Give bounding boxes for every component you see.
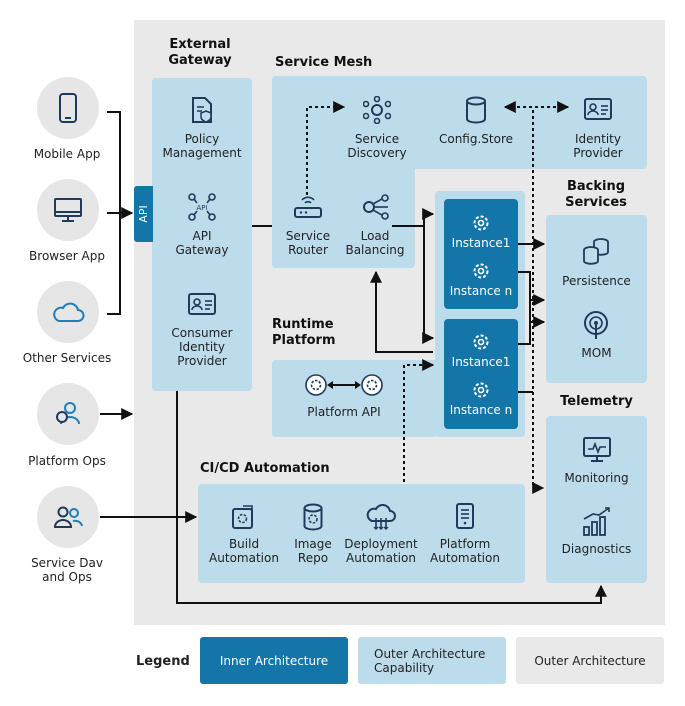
instance-label: Instance n: [449, 284, 513, 298]
config-store-label: Config.Store: [438, 132, 514, 146]
deployment-automation-label: Deployment Automation: [344, 537, 418, 565]
legend-label: Outer Architecture Capability: [374, 646, 486, 675]
legend-outer-capability: Outer Architecture Capability: [358, 637, 506, 684]
network-icon: [362, 95, 392, 125]
load-balancing-label: Load Balancing: [345, 229, 405, 257]
client-browser-app[interactable]: [37, 179, 99, 241]
client-other-services[interactable]: [37, 281, 99, 343]
client-label: Platform Ops: [28, 454, 106, 468]
mom-label: MOM: [581, 346, 612, 360]
instance-group-1: [444, 199, 518, 309]
monitor-chart-icon: [581, 436, 613, 464]
api-gateway-label: API Gateway: [175, 229, 229, 257]
monitor-icon: [37, 179, 99, 241]
database-icon: [461, 95, 491, 125]
share-icon: [360, 193, 392, 221]
identity-provider-label: Identity Provider: [573, 132, 623, 160]
instance-label: Instance n: [449, 403, 513, 417]
gear-pair-icon: [305, 373, 383, 397]
db-gear-icon: [298, 503, 328, 531]
id-card-icon: [582, 97, 614, 121]
image-repo-label: Image Repo: [294, 537, 332, 565]
cicd-panel: [198, 484, 525, 583]
build-icon: [229, 503, 259, 531]
client-label: Service Dav and Ops: [31, 556, 103, 584]
users-icon: [37, 383, 99, 445]
server-icon: [451, 502, 479, 530]
diagnostics-label: Diagnostics: [561, 542, 632, 556]
legend-label: Outer Architecture: [534, 653, 646, 668]
api-icon: API: [186, 193, 218, 221]
service-mesh-title: Service Mesh: [275, 55, 373, 70]
service-mesh-panel-top: [272, 76, 647, 169]
cloud-deploy-icon: [364, 503, 398, 531]
monitoring-label: Monitoring: [564, 471, 629, 485]
legend-outer-architecture: Outer Architecture: [516, 637, 664, 684]
team-icon: [37, 486, 99, 548]
service-discovery-label: Service Discovery: [347, 132, 407, 160]
legend-label: Inner Architecture: [219, 653, 329, 668]
router-icon: [292, 193, 324, 221]
external-gateway-panel: [152, 78, 252, 391]
id-card-icon: [186, 292, 218, 316]
platform-api-label: Platform API: [307, 405, 381, 419]
api-tab[interactable]: API: [134, 186, 153, 242]
api-icon-text: API: [196, 204, 207, 212]
instance-label: Instance1: [451, 355, 511, 369]
instance-label: Instance1: [451, 236, 511, 250]
telemetry-panel: [546, 416, 647, 583]
mobile-icon: [37, 77, 99, 139]
gear-icon: [469, 260, 493, 282]
runtime-platform-title: Runtime Platform: [272, 317, 336, 348]
cloud-icon: [37, 281, 99, 343]
client-label: Browser App: [29, 249, 105, 263]
client-mobile-app[interactable]: [37, 77, 107, 139]
runtime-platform-panel: [272, 360, 438, 437]
telemetry-title: Telemetry: [560, 394, 633, 409]
external-gateway-title: External Gateway: [168, 37, 232, 68]
broadcast-icon: [581, 310, 611, 340]
client-service-dev-ops[interactable]: [37, 486, 99, 548]
legend-inner-architecture: Inner Architecture: [200, 637, 348, 684]
policy-management-label: Policy Management: [162, 132, 242, 160]
service-router-label: Service Router: [285, 229, 331, 257]
gear-icon: [469, 379, 493, 401]
persistence-label: Persistence: [562, 274, 631, 288]
legend-title: Legend: [136, 654, 190, 669]
instance-group-2: [444, 319, 518, 429]
policy-icon: [186, 96, 218, 124]
platform-automation-label: Platform Automation: [430, 537, 500, 565]
cicd-title: CI/CD Automation: [200, 461, 330, 476]
build-automation-label: Build Automation: [209, 537, 279, 565]
client-platform-ops[interactable]: [37, 383, 99, 445]
client-label: Other Services: [22, 351, 112, 365]
bar-chart-icon: [580, 505, 614, 537]
client-label: Mobile App: [33, 147, 101, 161]
consumer-identity-provider-label: Consumer Identity Provider: [171, 326, 233, 368]
backing-services-title: Backing Services: [565, 179, 627, 210]
gear-icon: [469, 212, 493, 234]
gear-icon: [469, 331, 493, 353]
databases-icon: [580, 237, 612, 267]
